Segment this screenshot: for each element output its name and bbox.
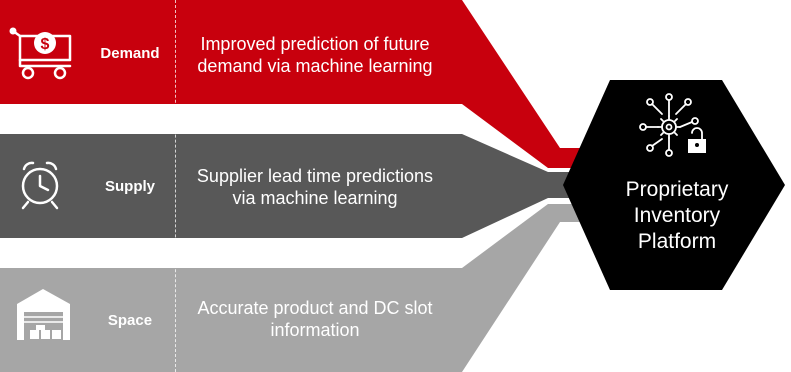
space-description: Accurate product and DC slot information: [165, 297, 465, 341]
demand-description-line-1: Improved prediction of future: [200, 34, 430, 54]
platform-label: Proprietary Inventory Platform: [587, 177, 767, 255]
supply-description-line-1: Supplier lead time predictions: [196, 166, 434, 186]
supply-description: Supplier lead time predictions via machi…: [165, 165, 465, 209]
dollar-cart-icon: $: [9, 27, 72, 80]
space-description-line-1: Accurate product and DC slot: [197, 298, 433, 318]
alarm-clock-icon: [21, 161, 59, 210]
platform-label-line-3: Platform: [637, 230, 717, 253]
demand-description-line-2: demand via machine learning: [197, 56, 433, 76]
demand-label: Demand: [100, 45, 160, 62]
supply-description-line-2: via machine learning: [232, 188, 398, 208]
gear-network-lock-icon: [639, 93, 706, 157]
platform-label-line-1: Proprietary: [625, 178, 729, 201]
demand-description: Improved prediction of future demand via…: [165, 33, 465, 77]
demand-band: [0, 0, 600, 168]
space-label: Space: [107, 312, 153, 329]
space-band: [0, 204, 600, 372]
supply-label: Supply: [104, 178, 155, 195]
warehouse-icon: [17, 289, 70, 340]
supply-band: [0, 134, 600, 238]
svg-text:$: $: [41, 36, 50, 53]
platform-hexagon: [563, 80, 785, 290]
platform-label-line-2: Inventory: [633, 204, 721, 227]
space-description-line-2: information: [270, 320, 360, 340]
column-divider: [175, 0, 176, 372]
